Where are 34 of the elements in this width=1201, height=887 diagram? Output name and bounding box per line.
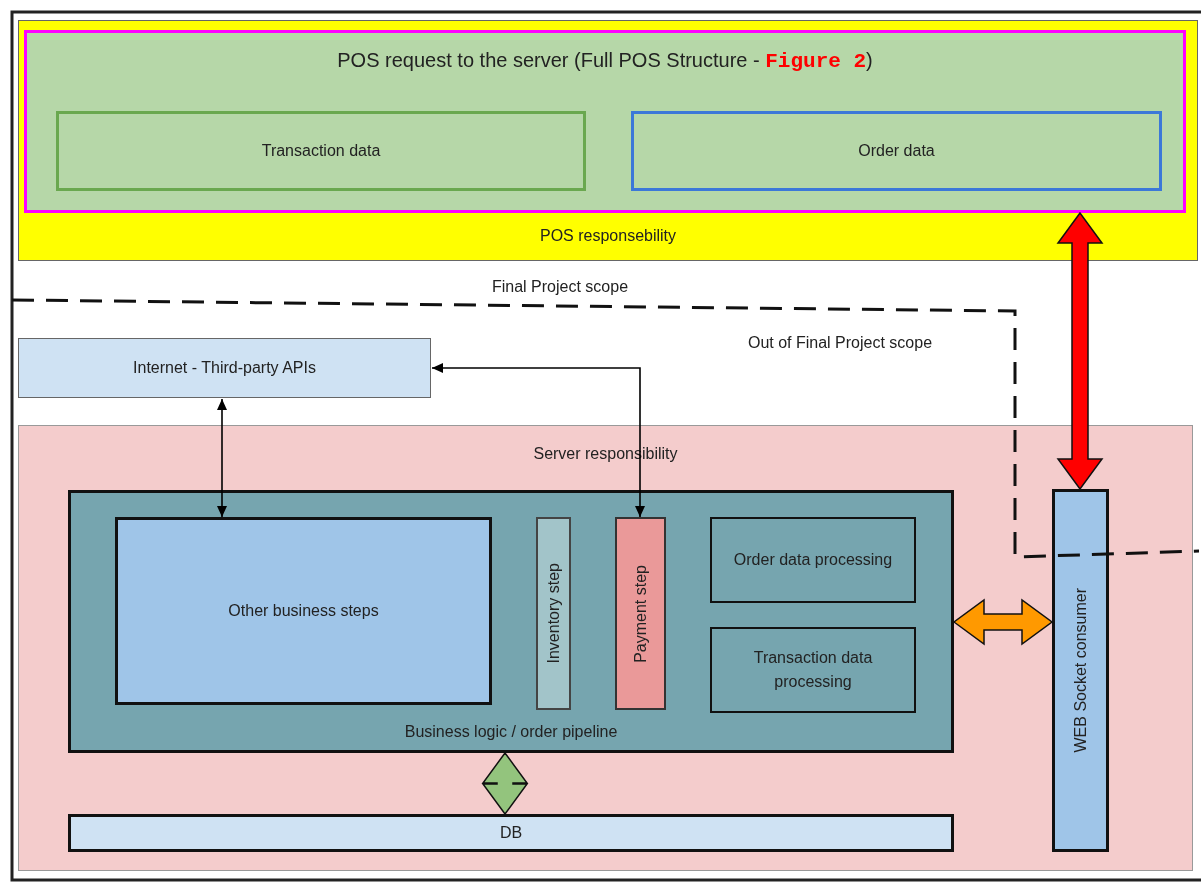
- box-label: WEB Socket consumer: [1070, 588, 1090, 753]
- region-panel: [18, 20, 1198, 261]
- pipeline-panel: [68, 490, 954, 753]
- scope-label: Final Project scope: [491, 278, 629, 296]
- process-box: [710, 627, 916, 713]
- box-label: Payment step: [630, 564, 650, 663]
- region-panel: [18, 425, 1193, 871]
- arrow: [217, 398, 227, 518]
- box-label: Internet - Third-party APIs: [133, 358, 316, 378]
- block-arrow: [952, 598, 1054, 646]
- arrow: [431, 363, 645, 518]
- panel-title: POS request to the server (Full POS Structure - Figure 2): [336, 48, 874, 75]
- process-box: [18, 338, 431, 398]
- box-label: Order data: [858, 141, 935, 161]
- process-box: [710, 517, 916, 603]
- block-arrow: [481, 751, 529, 816]
- step-box: [615, 517, 666, 710]
- database-bar: [68, 814, 954, 852]
- consumer-bar: [1052, 489, 1109, 852]
- box-label: Transaction data processing: [752, 648, 874, 692]
- box-label: Other business steps: [228, 601, 379, 621]
- box-label: Transaction data: [261, 141, 381, 161]
- block-arrow: [1056, 211, 1104, 491]
- box-label: Order data processing: [733, 550, 893, 570]
- box-label: DB: [499, 823, 523, 843]
- request-panel: [24, 30, 1186, 213]
- data-box: [56, 111, 586, 191]
- scope-label: Out of Final Project scope: [747, 334, 933, 352]
- region-label: POS responsebility: [538, 226, 678, 246]
- data-box: [631, 111, 1162, 191]
- process-box: [115, 517, 492, 705]
- box-label: Inventory step: [543, 563, 563, 664]
- panel-label: Business logic / order pipeline: [403, 722, 619, 742]
- step-box: [536, 517, 571, 710]
